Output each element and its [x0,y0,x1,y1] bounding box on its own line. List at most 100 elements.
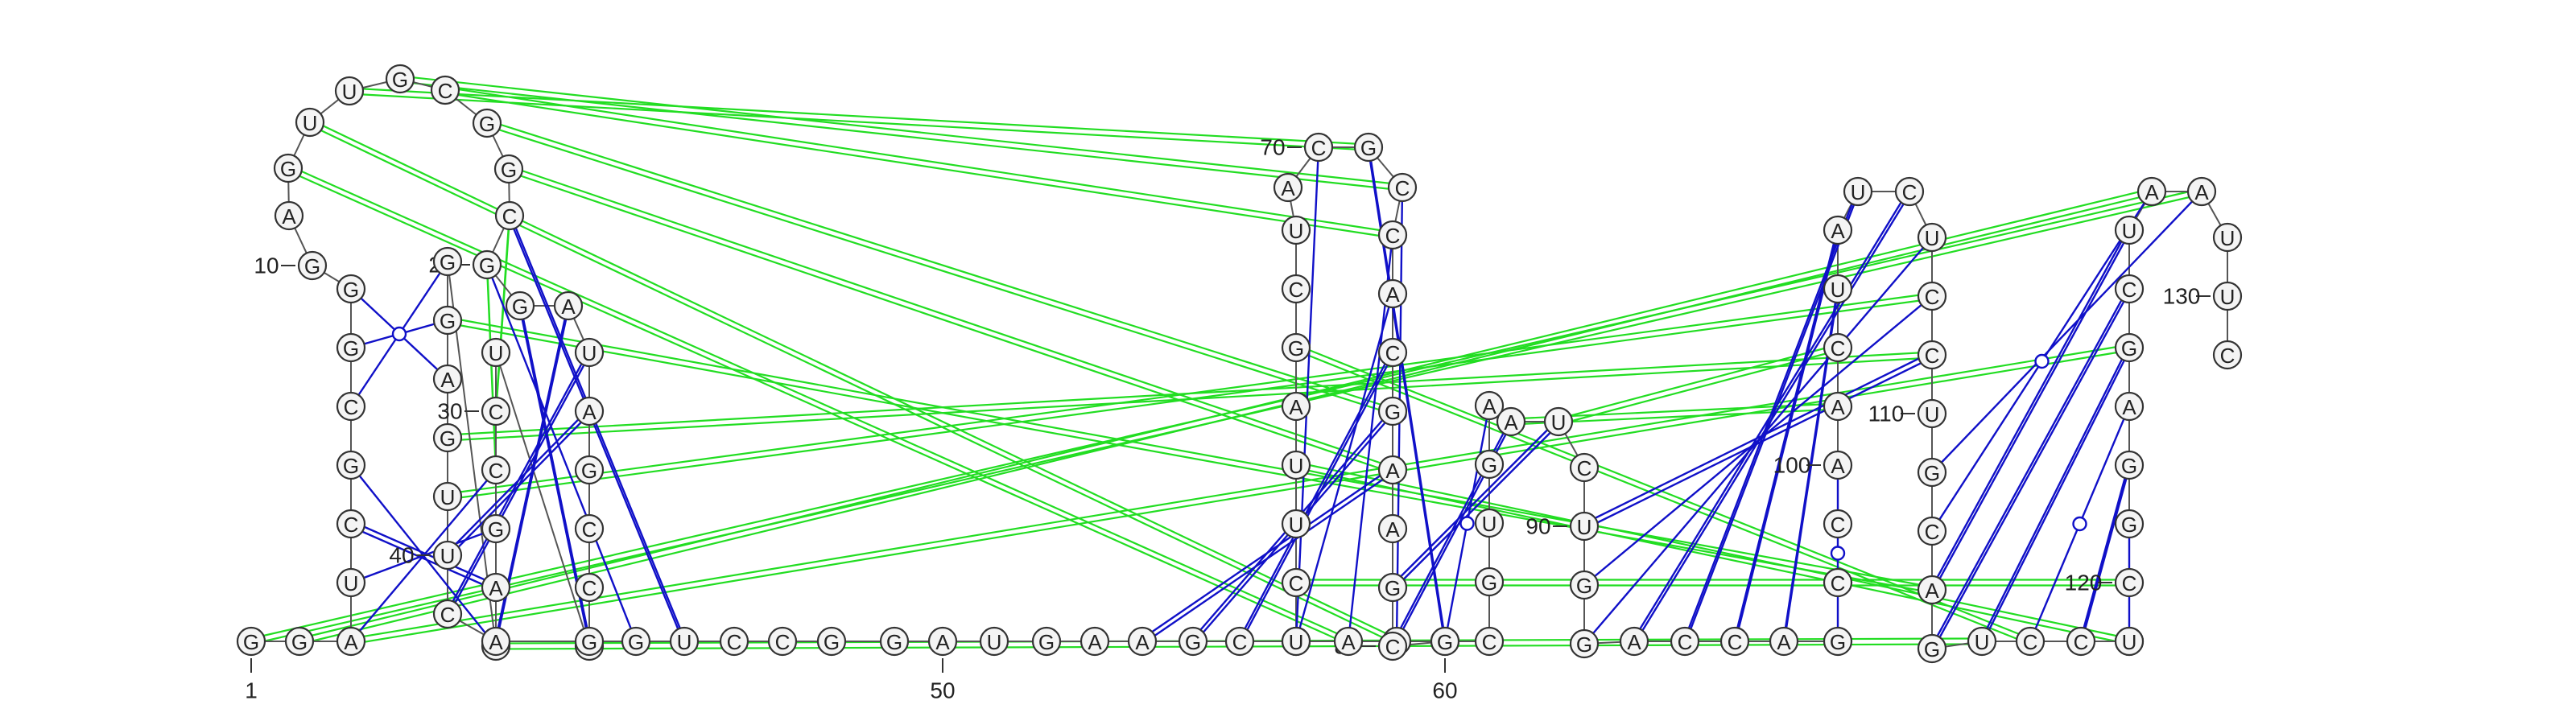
nucleotide: C [2015,626,2046,657]
pseudoknot-line [1295,349,2031,645]
nucleotide: C [1281,274,1311,304]
nucleotide: A [1080,626,1110,657]
nucleotide: C [574,572,605,603]
nucleotide-circle [295,107,325,138]
nucleotide: A [1377,513,1408,544]
nucleotide-circle [1377,396,1408,426]
au-pair-line [1294,146,1320,642]
nucleotide-circle [1769,626,1799,657]
position-label: 100 [1773,453,1811,478]
backbone-segment [495,352,590,647]
nucleotide: C [1387,172,1418,203]
nucleotide-circle [1281,332,1311,363]
pseudoknot-line [309,118,1397,640]
nucleotide-letter: G [1437,630,1453,654]
nucleotide-letter: G [581,459,597,483]
nucleotide-circle [336,332,366,363]
nucleotide-circle [494,200,525,231]
nucleotide-letter: A [1341,630,1356,654]
nucleotide-letter: C [775,630,791,654]
nucleotide-letter: G [512,295,528,319]
nucleotide-circle [1619,626,1649,657]
nucleotide-circle [1377,631,1408,661]
nucleotide-circle [2212,281,2243,311]
nucleotide-circle [2066,626,2096,657]
nucleotide-letter: A [1385,517,1400,542]
nucleotide-circle [1823,391,1853,422]
nucleotide: U [1281,509,1311,539]
au-pair-line [1931,191,2202,473]
nucleotides: GGAUCGCGGGAGUUGCGGCGGAUAGCCAUCCGAUGGAGUU… [236,64,2243,664]
nucleotide: C [1224,626,1255,657]
nucleotide-letter: C [1678,630,1693,654]
nucleotide-letter: G [1924,461,1940,485]
gc-pair-line [1392,418,1559,586]
nucleotide-circle [1719,626,1750,657]
nucleotide: U [1474,508,1505,538]
nucleotide: A [1823,391,1853,422]
nucleotide-letter: G [1038,630,1055,654]
position-label: 1 [245,678,258,703]
nucleotide-circle [1894,176,1925,207]
gc-pair-line [1930,226,2131,588]
nucleotide: G [505,290,535,321]
nucleotide-letter: A [1831,219,1845,243]
nucleotide-letter: C [344,395,359,419]
nucleotide-circle [297,250,328,281]
nucleotide-circle [1333,626,1364,657]
gu-pair-marker [1830,546,1846,561]
nucleotide-letter: C [489,400,504,424]
nucleotide-circle [1917,575,1947,605]
nucleotide: C [1670,626,1700,657]
nucleotide: C [336,391,366,422]
nucleotide-letter: G [1360,136,1377,160]
nucleotide-letter: U [1851,180,1866,204]
nucleotide-circle [1281,509,1311,539]
nucleotide-circle [1281,215,1311,245]
nucleotide-letter: U [1289,513,1304,537]
pseudoknot-line [486,119,1393,410]
nucleotide-circle [574,396,605,426]
nucleotide: C [1917,340,1947,370]
nucleotide: C [1917,516,1947,546]
nucleotide: G [574,626,605,657]
nucleotide: A [1619,626,1649,657]
nucleotide-circle [2114,332,2145,363]
nucleotide-letter: G [824,630,840,654]
position-label: 120 [2065,571,2103,595]
nucleotide: A [1377,455,1408,485]
nucleotide: G [284,626,315,657]
nucleotide-circle [385,64,415,94]
nucleotide-letter: U [489,341,504,365]
gc-pair-line [1980,344,2131,640]
nucleotide-circle [621,626,651,657]
nucleotide-letter: A [582,400,597,424]
nucleotide: C [1823,509,1853,539]
nucleotide-circle [505,290,535,321]
nucleotide-circle [1377,513,1408,544]
nucleotide-circle [481,572,511,603]
nucleotide-letter: U [1289,630,1304,654]
nucleotide-letter: A [1504,410,1518,435]
nucleotide: G [1281,332,1311,363]
nucleotide-circle [336,391,366,422]
nucleotide-letter: U [1975,630,1990,654]
nucleotide: U [1823,274,1853,304]
nucleotide-letter: C [2122,571,2137,595]
position-labels: 1102030405060708090100110120130 [245,135,2211,703]
nucleotide-letter: U [1482,512,1497,536]
nucleotide-circle [1569,570,1600,600]
nucleotide: G [472,108,502,138]
nucleotide-letter: U [440,544,456,568]
nucleotide-circle [493,154,524,184]
pseudoknot-line [447,298,1933,501]
nucleotide-letter: U [1551,410,1567,435]
nucleotide: A [1377,278,1408,309]
nucleotide-letter: G [2121,336,2137,360]
pseudoknot-line [486,125,1393,415]
nucleotide-letter: G [304,254,320,278]
nucleotide: A [481,572,511,603]
gu-pair-marker [391,326,407,342]
pseudoknot-line [349,87,1369,146]
nucleotide: C [2212,340,2243,370]
